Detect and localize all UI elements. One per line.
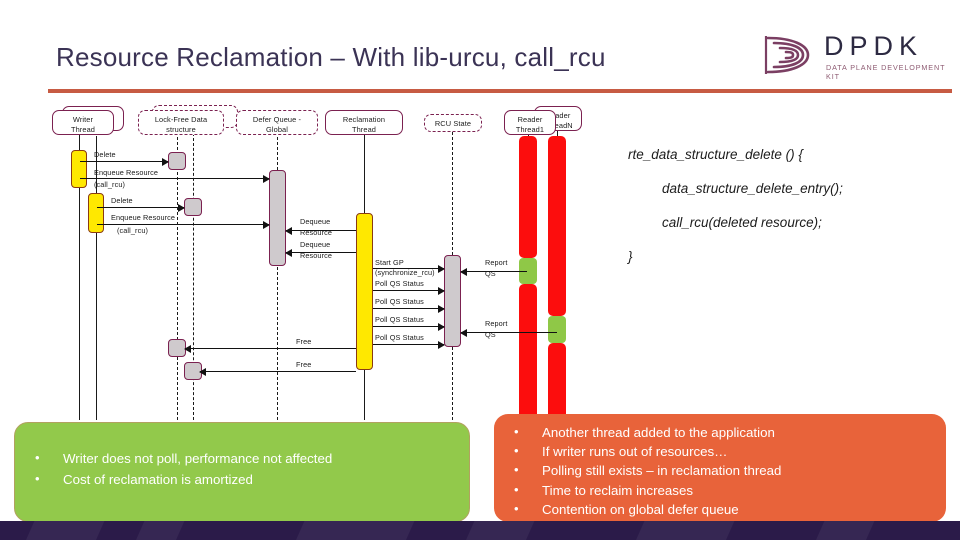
msg-enqueue-1-line2: (call_rcu)	[94, 180, 126, 189]
logo-wordmark: DPDK	[824, 31, 924, 61]
msg-enqueue-1-line1: Enqueue Resource	[94, 168, 159, 177]
arrow-delete-2	[97, 204, 185, 212]
sequence-diagram: writer-thread Writer Thread Lock-Free Da…	[0, 100, 620, 420]
title-divider	[48, 89, 952, 93]
msg-start-gp-line1: Start GP	[375, 258, 404, 267]
readerN-quiescent-bar	[548, 316, 566, 343]
msg-delete-2: Delete	[111, 196, 133, 205]
footer-banner	[0, 521, 960, 540]
arrow-start-gp	[373, 265, 445, 273]
msg-report-qs-1-line2: QS	[485, 269, 496, 278]
callout-benefits: Writer does not poll, performance not af…	[14, 422, 470, 522]
msg-delete-1: Delete	[94, 150, 116, 159]
arrow-enqueue-2	[97, 221, 270, 229]
list-item: If writer runs out of resources…	[494, 441, 946, 461]
msg-dequeue-1-line1: Dequeue	[300, 217, 331, 226]
data-structure-activation-1	[168, 152, 186, 170]
msg-enqueue-2-line2: (call_rcu)	[117, 226, 149, 235]
callout-benefits-list: Writer does not poll, performance not af…	[15, 423, 469, 490]
arrow-poll-qs-4	[373, 341, 445, 349]
lifeline-box-writer-thread: writer-thread Writer Thread	[52, 110, 114, 135]
arrow-free-1	[184, 345, 356, 353]
arrow-poll-qs-2	[373, 305, 445, 313]
list-item: Cost of reclamation is amortized	[15, 468, 469, 490]
msg-free-1: Free	[296, 337, 312, 346]
msg-report-qs-1-line1: Report	[485, 258, 508, 267]
code-line-3: call_rcu(deleted resource);	[662, 215, 822, 230]
arrow-dequeue-1	[285, 227, 356, 235]
msg-poll-qs-4: Poll QS Status	[375, 333, 424, 342]
arrow-report-qs-1	[460, 268, 527, 276]
logo-tagline: DATA PLANE DEVELOPMENT KIT	[826, 63, 946, 81]
lifeline-writer-thread	[79, 132, 80, 420]
list-item: Contention on global defer queue	[494, 499, 946, 519]
dpdk-swirl-icon	[764, 36, 810, 74]
list-item: Another thread added to the application	[494, 422, 946, 442]
code-line-4: }	[628, 249, 633, 264]
msg-dequeue-2-line1: Dequeue	[300, 240, 331, 249]
msg-start-gp-line2: (synchronize_rcu)	[375, 268, 435, 277]
code-line-1: rte_data_structure_delete () {	[628, 147, 803, 162]
lifeline-lock-free-data-2	[193, 128, 194, 420]
reclamation-activation-bar	[356, 213, 373, 370]
msg-report-qs-2-line1: Report	[485, 319, 508, 328]
reader1-quiescent-bar	[519, 258, 537, 284]
list-item: Writer does not poll, performance not af…	[15, 447, 469, 469]
arrow-dequeue-2	[285, 249, 356, 257]
msg-report-qs-2-line2: QS	[485, 330, 496, 339]
lifeline-lock-free-data	[177, 132, 178, 420]
lifeline-writer-thread-2	[96, 136, 97, 420]
readerN-busy-bar-2	[548, 343, 566, 420]
code-snippet: rte_data_structure_delete () { data_stru…	[628, 138, 948, 274]
lifeline-box-reclamation-thread: Reclamation Thread	[325, 110, 403, 135]
data-structure-activation-2	[184, 198, 202, 216]
lifeline-box-reader-thread-1: Reader Thread1	[504, 110, 556, 135]
msg-dequeue-1-line2: Resource	[300, 228, 333, 237]
arrow-free-2	[199, 368, 356, 376]
rcu-state-activation-bar	[444, 255, 461, 347]
writer1-activation-bar	[71, 150, 87, 188]
defer-queue-activation-bar	[269, 170, 286, 266]
readerN-busy-bar-1	[548, 136, 566, 316]
arrow-poll-qs-3	[373, 323, 445, 331]
dpdk-logo: DPDK DATA PLANE DEVELOPMENT KIT	[762, 30, 954, 82]
msg-poll-qs-1: Poll QS Status	[375, 279, 424, 288]
arrow-report-qs-2	[460, 329, 557, 337]
arrow-enqueue-1	[80, 175, 270, 183]
arrow-delete-1	[80, 158, 169, 166]
page-title: Resource Reclamation – With lib-urcu, ca…	[56, 42, 606, 72]
callout-drawbacks: Another thread added to the application …	[494, 414, 946, 522]
callout-drawbacks-list: Another thread added to the application …	[494, 414, 946, 519]
msg-enqueue-2-line1: Enqueue Resource	[111, 213, 176, 222]
msg-poll-qs-3: Poll QS Status	[375, 315, 424, 324]
lifeline-box-defer-queue: Defer Queue - Global	[236, 110, 318, 135]
lifeline-box-rcu-state: RCU State	[424, 114, 482, 132]
reader1-busy-bar-1	[519, 136, 537, 258]
msg-dequeue-2-line2: Resource	[300, 251, 333, 260]
msg-poll-qs-2: Poll QS Status	[375, 297, 424, 306]
writer2-activation-bar	[88, 193, 104, 233]
msg-free-2: Free	[296, 360, 312, 369]
list-item: Time to reclaim increases	[494, 480, 946, 500]
arrow-poll-qs-1	[373, 287, 445, 295]
reader1-busy-bar-2	[519, 284, 537, 420]
lifeline-defer-queue	[277, 132, 278, 420]
lifeline-box-lock-free-data: Lock-Free Data structure	[138, 110, 224, 135]
code-line-2: data_structure_delete_entry();	[662, 181, 843, 196]
list-item: Polling still exists – in reclamation th…	[494, 460, 946, 480]
